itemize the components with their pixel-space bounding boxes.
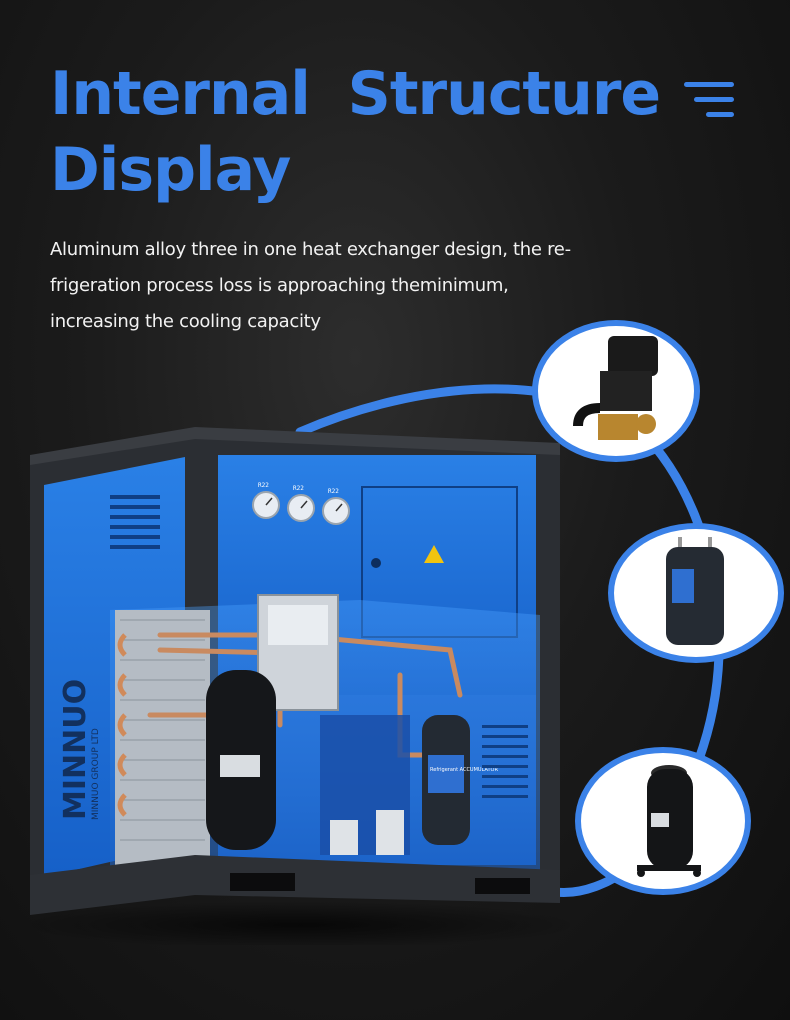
title-line-1: Internal Structure — [50, 59, 661, 129]
detail-accumulator — [608, 523, 784, 663]
detail-drain-valve — [532, 320, 700, 462]
gauge-label-2: R22 — [293, 485, 304, 492]
accumulator-icon — [666, 537, 724, 645]
detail-compressor — [575, 747, 751, 895]
compressor-icon — [637, 765, 701, 877]
description-line-1: Aluminum alloy three in one heat exchang… — [50, 239, 571, 260]
description-line-2: frigeration process loss is approaching … — [50, 275, 509, 296]
description: Aluminum alloy three in one heat exchang… — [50, 232, 590, 340]
title-line-2: Display — [50, 135, 291, 205]
hamburger-menu-icon[interactable] — [684, 80, 736, 120]
brand-sub-text: MINNUO GROUP LTD — [91, 728, 101, 820]
accumulator-label: Refrigerant ACCUMULATOR — [430, 767, 498, 773]
drain-valve-icon — [573, 336, 658, 440]
gauge-label-1: R22 — [258, 482, 269, 489]
gauge-label-3: R22 — [328, 488, 339, 495]
dryer-machine-illustration: R22 R22 R22 — [20, 425, 580, 949]
brand-logo: MINNUO — [58, 679, 93, 820]
description-line-3: increasing the cooling capacity — [50, 311, 321, 332]
page-title: Internal Structure Display — [50, 56, 661, 208]
